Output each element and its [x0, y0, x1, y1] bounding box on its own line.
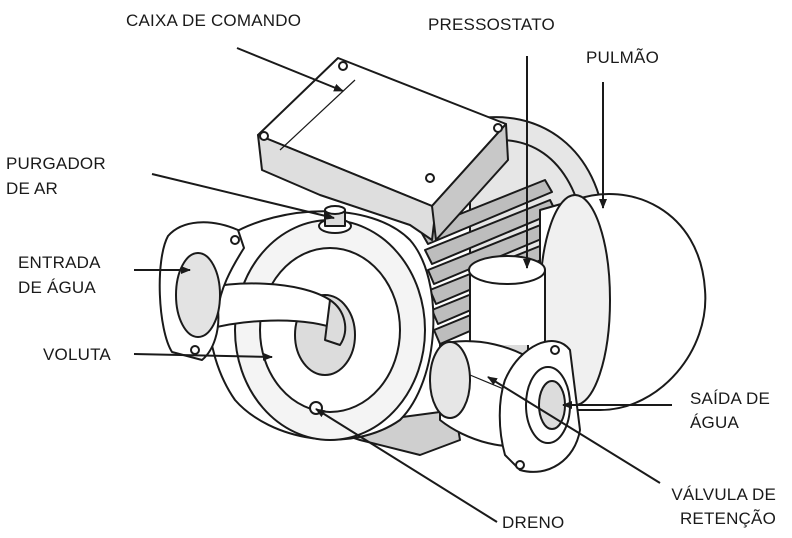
label-saida-line2: ÁGUA: [690, 413, 739, 432]
label-valvula-line1: VÁLVULA DE: [671, 485, 776, 504]
leader-dreno: [315, 408, 498, 523]
leader-valvula: [487, 376, 661, 484]
leader-voluta: [133, 352, 273, 361]
leader-purgador: [151, 173, 335, 220]
label-purgador-line1: PURGADOR: [6, 154, 106, 173]
purge-screw: [318, 205, 352, 234]
pump-body: [158, 57, 707, 473]
label-saida-line1: SAÍDA DE: [690, 389, 771, 408]
label-pressostato: PRESSOSTATO: [428, 15, 555, 34]
control-box: [257, 57, 509, 241]
label-caixa-de-comando: CAIXA DE COMANDO: [126, 11, 302, 30]
label-voluta: VOLUTA: [43, 345, 111, 364]
label-valvula-line2: RETENÇÃO: [679, 509, 776, 528]
leader-lines: [133, 47, 672, 523]
inlet-pipe: [199, 282, 347, 346]
outlet-flange: [498, 340, 581, 473]
inlet-flange: [158, 221, 245, 361]
label-entrada-line1: ENTRADA: [18, 253, 101, 272]
label-purgador-line2: DE AR: [6, 179, 59, 198]
label-dreno: DRENO: [502, 513, 565, 532]
leader-caixa: [236, 47, 344, 92]
label-pulmao: PULMÃO: [586, 48, 659, 67]
label-entrada-line2: DE ÁGUA: [18, 278, 96, 297]
